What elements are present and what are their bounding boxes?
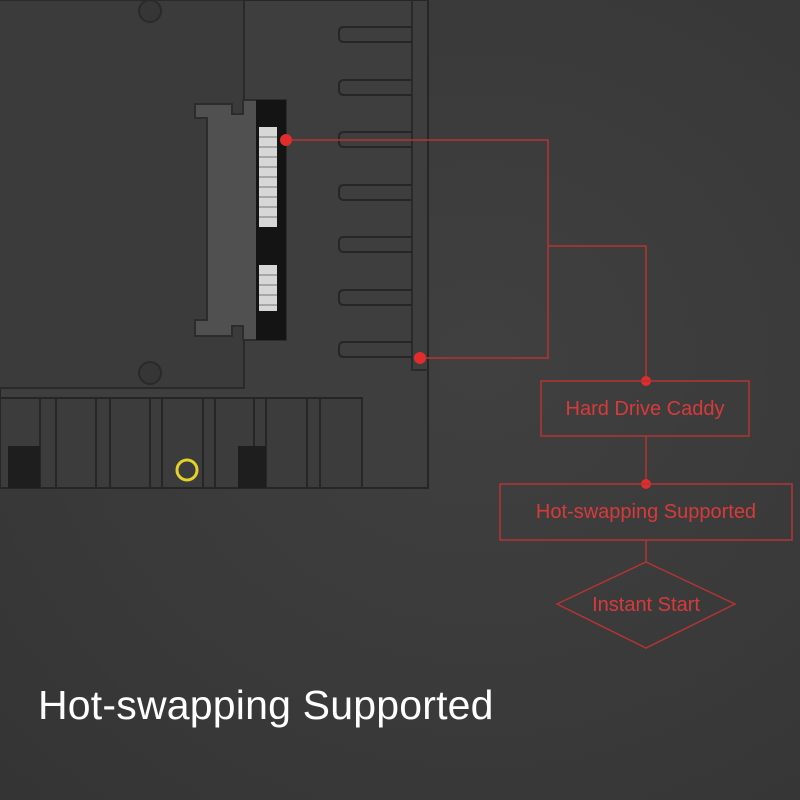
- connector-pins-power: [259, 265, 277, 311]
- callout-line-bracket: [548, 245, 647, 381]
- fin: [338, 289, 412, 306]
- led-indicator: [175, 458, 199, 482]
- callout-dot: [280, 134, 292, 146]
- frame-rail: [411, 0, 428, 371]
- screw-holes: [138, 0, 162, 385]
- fin: [338, 79, 412, 96]
- screw-hole: [138, 0, 162, 23]
- fin: [338, 26, 412, 43]
- screw-hole: [138, 361, 162, 385]
- fin: [338, 341, 412, 358]
- flow-step-label: Hard Drive Caddy: [566, 398, 725, 420]
- flow-diamond: [555, 561, 737, 649]
- front-panel-body: [0, 397, 363, 489]
- flow-step-label: Hot-swapping Supported: [536, 501, 756, 523]
- flow-step-label: Instant Start: [592, 594, 700, 616]
- headline: Hot-swapping Supported: [38, 682, 494, 728]
- fin: [338, 184, 412, 201]
- flow-step-caddy: Hard Drive Caddy: [540, 380, 750, 437]
- flow-step-hotswap: Hot-swapping Supported: [499, 483, 793, 541]
- front-panel: [0, 397, 363, 489]
- flow-box: [540, 380, 750, 437]
- flow-box: [499, 483, 793, 541]
- fin: [338, 236, 412, 253]
- vent-slot: [238, 446, 266, 488]
- vent-slot: [8, 446, 40, 488]
- callout-line-top: [286, 139, 549, 359]
- caddy-fins: [338, 26, 412, 358]
- callout-dot: [414, 352, 426, 364]
- flow-step-instant-start: Instant Start: [555, 561, 737, 649]
- callout-lines: [286, 139, 647, 562]
- sata-connector: [194, 99, 287, 341]
